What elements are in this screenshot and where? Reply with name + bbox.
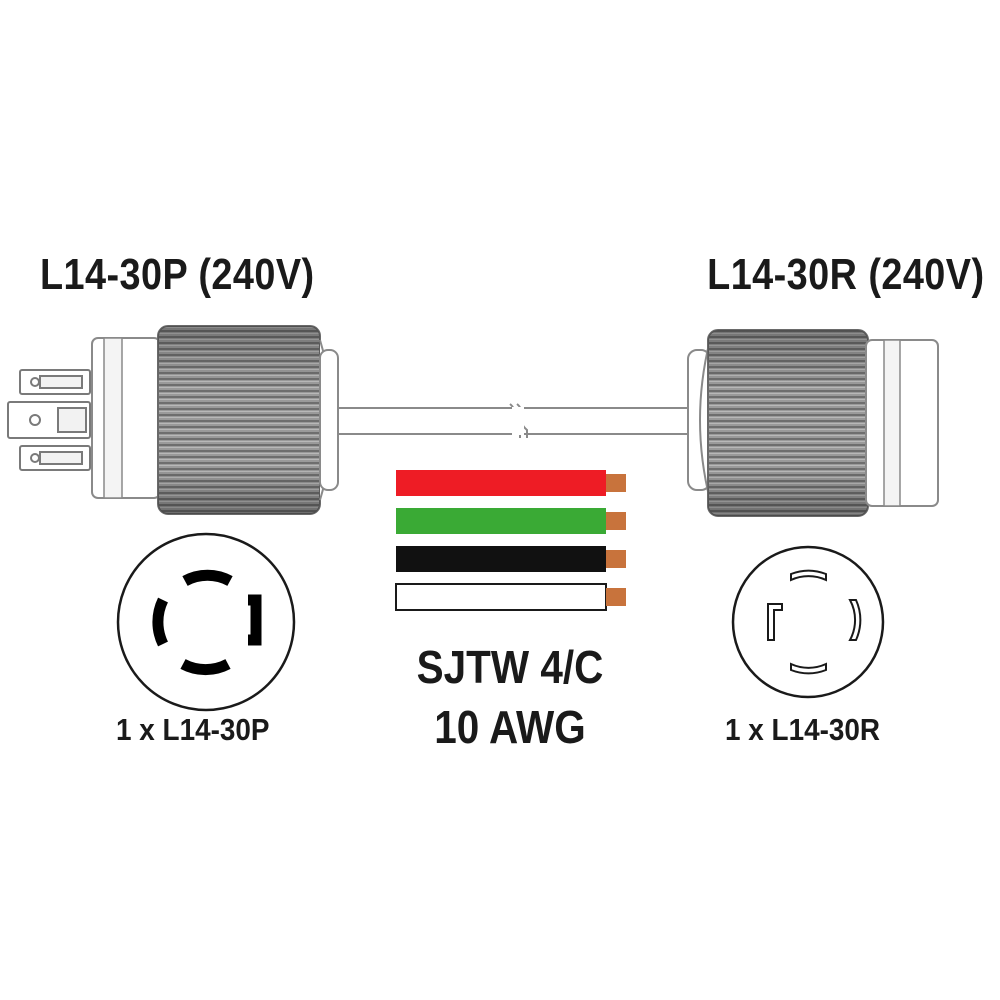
wire-red <box>396 470 606 496</box>
cable-type-label: SJTW 4/C <box>416 641 604 693</box>
connecting-cable <box>334 403 696 438</box>
conductor-wires <box>395 470 626 611</box>
wire-green <box>396 508 606 534</box>
plug-side-view <box>7 325 339 515</box>
plug-blade-right <box>248 594 262 646</box>
plug-caption: 1 x L14-30P <box>116 712 270 747</box>
receptacle-slot-top <box>790 569 827 582</box>
receptacle-side-view <box>687 329 939 517</box>
plug-title: L14-30P (240V) <box>40 250 315 299</box>
receptacle-slot-left <box>767 603 783 641</box>
receptacle-slot-bottom <box>790 662 827 675</box>
wire-red-copper-tip <box>606 474 626 492</box>
plug-blade-left <box>152 597 169 647</box>
receptacle-slot-right <box>848 599 862 641</box>
plug-face <box>116 532 296 712</box>
cable-gauge-label: 10 AWG <box>434 701 586 753</box>
plug-prongs <box>7 369 91 471</box>
wire-white-copper-tip <box>606 588 626 606</box>
receptacle-caption: 1 x L14-30R <box>725 712 881 747</box>
wire-black-copper-tip <box>606 550 626 568</box>
plug-blade-bottom <box>180 659 231 676</box>
wire-white <box>395 583 607 611</box>
wire-green-copper-tip <box>606 512 626 530</box>
plug-blade-top <box>182 569 233 586</box>
receptacle-face <box>731 545 885 699</box>
receptacle-title: L14-30R (240V) <box>706 250 984 299</box>
wire-black <box>396 546 606 572</box>
